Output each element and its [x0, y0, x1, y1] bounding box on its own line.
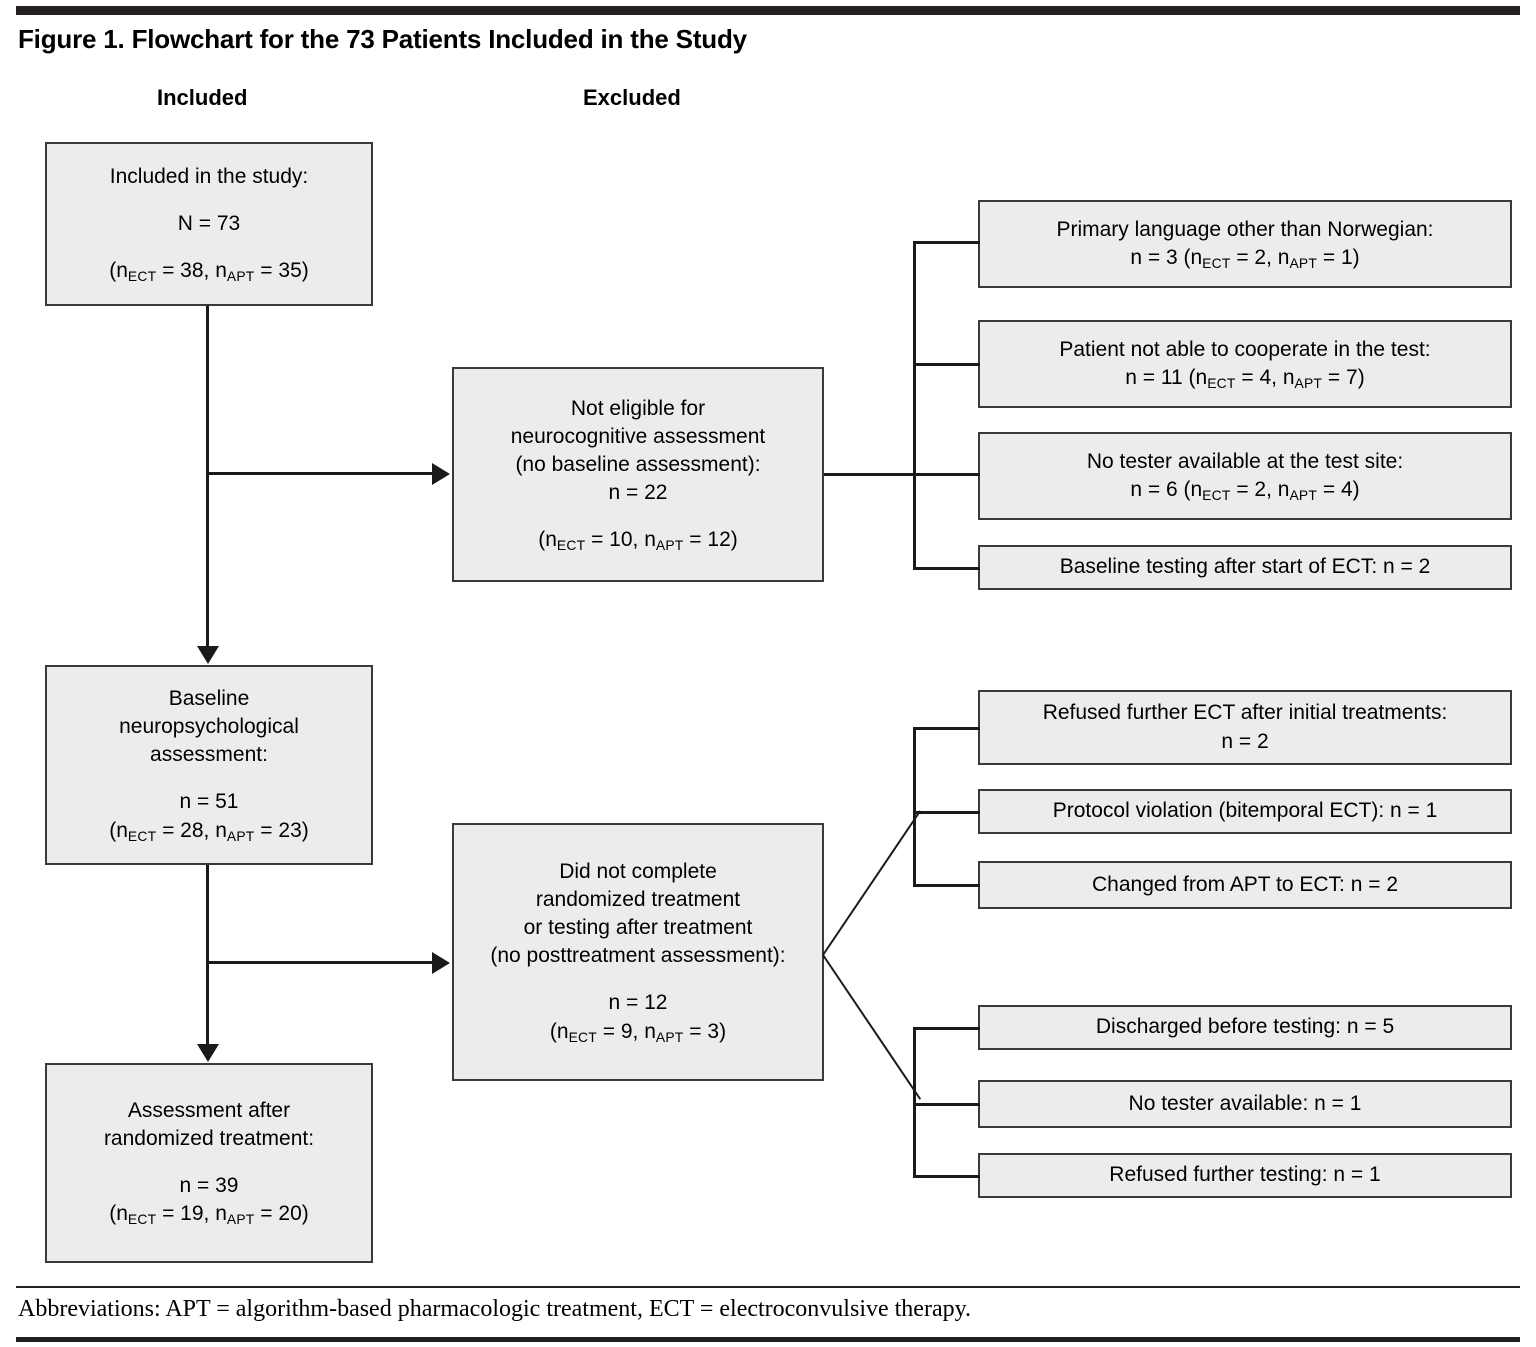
arrowhead-to-baseline: [197, 646, 219, 664]
box-line: (nECT = 28, nAPT = 23): [109, 818, 309, 844]
bracket-lowerB-spine: [913, 1027, 916, 1176]
box-reason-not-able-to-cooperate: Patient not able to cooperate in the tes…: [978, 320, 1512, 408]
bracket-lowerB-stub-1: [913, 1027, 980, 1030]
box-line: Protocol violation (bitemporal ECT): n =…: [1052, 799, 1438, 823]
arrowhead-to-did-not-complete: [432, 952, 450, 974]
box-reason-no-tester-available: No tester available: n = 1: [978, 1080, 1512, 1128]
box-line: neuropsychological: [119, 715, 299, 739]
box-reason-refused-further-ect: Refused further ECT after initial treatm…: [978, 690, 1512, 765]
bracket-lowerA-stub-1: [913, 727, 980, 730]
box-line: randomized treatment: [535, 888, 741, 912]
box-line: (nECT = 9, nAPT = 3): [549, 1019, 727, 1045]
box-line: Included in the study:: [109, 164, 309, 188]
bracket-lowerB-stub-2: [913, 1103, 980, 1106]
box-line: N = 73: [177, 211, 241, 235]
box-line: n = 12: [608, 991, 668, 1015]
box-line: No tester available at the test site:: [1086, 449, 1404, 473]
box-line: neurocognitive assessment: [510, 424, 766, 448]
bracket-upper-stub-3: [913, 473, 980, 476]
box-line: Patient not able to cooperate in the tes…: [1059, 337, 1431, 361]
bracket-lowerA-stub-3: [913, 884, 980, 887]
column-header-excluded: Excluded: [583, 85, 681, 110]
box-line: Refused further ECT after initial treatm…: [1042, 701, 1448, 725]
box-line: Baseline: [168, 687, 250, 711]
box-line: (no posttreatment assessment):: [490, 944, 786, 968]
bracket-lowerA-spine: [913, 727, 916, 885]
column-header-included: Included: [157, 85, 248, 110]
box-line: n = 51: [179, 790, 239, 814]
box-reason-no-tester-at-site: No tester available at the test site: n =…: [978, 432, 1512, 520]
box-line: (no baseline assessment):: [515, 452, 761, 476]
box-line: n = 2: [1221, 729, 1269, 753]
abbreviations-note: Abbreviations: APT = algorithm-based pha…: [18, 1296, 972, 1322]
footnote-rule-top: [16, 1286, 1520, 1288]
page-title: Figure 1. Flowchart for the 73 Patients …: [18, 24, 747, 54]
box-line: n = 3 (nECT = 2, nAPT = 1): [1130, 245, 1360, 271]
box-baseline-assessment: Baseline neuropsychological assessment: n =…: [45, 665, 373, 865]
bracket-lowerA-stub-2: [913, 811, 980, 814]
connector-included-to-baseline: [206, 306, 209, 648]
box-line: Did not complete: [559, 859, 717, 883]
box-line: n = 11 (nECT = 4, nAPT = 7): [1125, 365, 1365, 391]
box-reason-refused-further-testing: Refused further testing: n = 1: [978, 1153, 1512, 1198]
box-line: Primary language other than Norwegian:: [1056, 217, 1434, 241]
box-line: or testing after treatment: [523, 916, 753, 940]
connector-diagonal-upper: [822, 810, 922, 956]
connector-to-did-not-complete: [206, 961, 434, 964]
box-line: (nECT = 10, nAPT = 12): [538, 528, 738, 553]
arrowhead-to-after-treatment: [197, 1044, 219, 1062]
top-rule: [16, 6, 1520, 15]
connector-baseline-to-after: [206, 865, 209, 1045]
connector-diagonal-lower: [822, 954, 922, 1100]
box-line: (nECT = 19, nAPT = 20): [109, 1202, 309, 1228]
arrowhead-to-not-eligible: [432, 463, 450, 485]
bracket-upper-stub-4: [913, 567, 980, 570]
bottom-rule: [16, 1337, 1520, 1342]
box-line: Changed from APT to ECT: n = 2: [1091, 872, 1399, 896]
box-line: (nECT = 38, nAPT = 35): [109, 258, 309, 284]
bracket-lowerB-stub-3: [913, 1175, 980, 1178]
box-line: Baseline testing after start of ECT: n =…: [1059, 555, 1431, 579]
box-did-not-complete: Did not complete randomized treatment or t…: [452, 823, 824, 1081]
box-line: n = 6 (nECT = 2, nAPT = 4): [1130, 477, 1360, 503]
box-line: assessment:: [150, 743, 268, 767]
box-reason-primary-language: Primary language other than Norwegian: n …: [978, 200, 1512, 288]
box-line: Assessment after: [127, 1099, 291, 1123]
box-reason-baseline-after-ect: Baseline testing after start of ECT: n =…: [978, 545, 1512, 590]
box-included-in-study: Included in the study: N = 73 (nECT = 38, …: [45, 142, 373, 306]
bracket-upper-spine: [913, 241, 916, 570]
box-line: randomized treatment:: [103, 1127, 315, 1151]
bracket-upper-stub-2: [913, 363, 980, 366]
box-assessment-after-treatment: Assessment after randomized treatment: n =…: [45, 1063, 373, 1263]
box-line: Not eligible for: [570, 396, 706, 420]
connector-to-not-eligible: [206, 472, 434, 475]
box-line: No tester available: n = 1: [1128, 1091, 1362, 1115]
box-reason-protocol-violation: Protocol violation (bitemporal ECT): n =…: [978, 789, 1512, 834]
bracket-upper-stub-1: [913, 241, 980, 244]
box-not-eligible: Not eligible for neurocognitive assessmen…: [452, 367, 824, 582]
box-reason-changed-apt-to-ect: Changed from APT to ECT: n = 2: [978, 861, 1512, 909]
box-reason-discharged-before-testing: Discharged before testing: n = 5: [978, 1005, 1512, 1050]
box-line: n = 22: [608, 480, 668, 504]
connector-not-eligible-stem: [824, 473, 916, 476]
box-line: n = 39: [179, 1174, 239, 1198]
box-line: Discharged before testing: n = 5: [1095, 1015, 1395, 1039]
box-line: Refused further testing: n = 1: [1109, 1163, 1381, 1187]
